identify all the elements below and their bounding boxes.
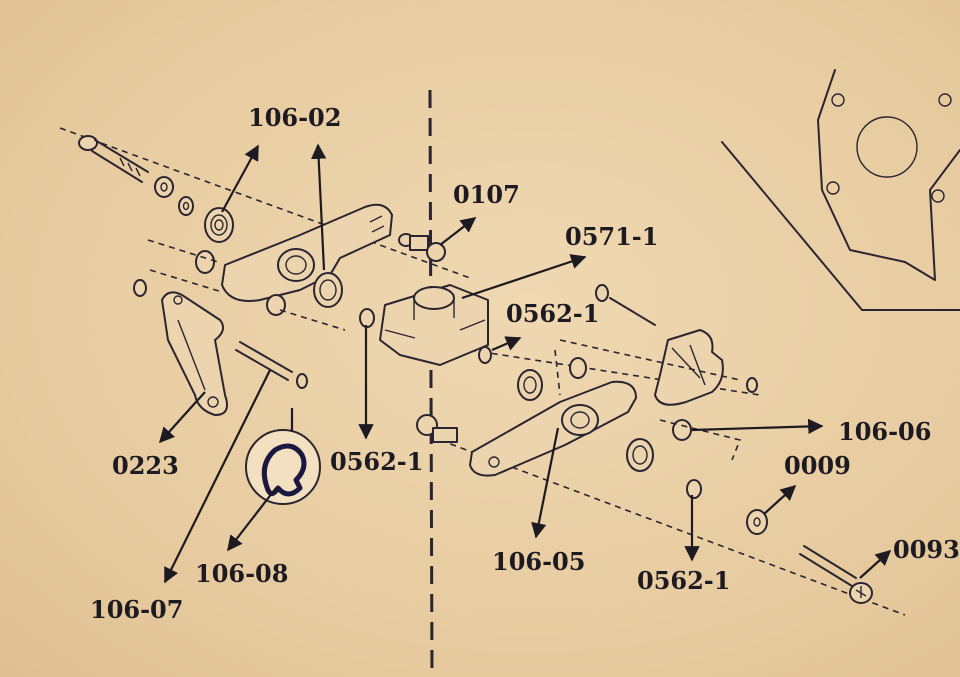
lower-bellcrank-arm [469, 380, 637, 477]
washer-top-1 [154, 176, 174, 198]
clip-right [746, 377, 758, 393]
label-0571-1: 0571-1 [565, 222, 658, 251]
bearing-106-05-b [626, 438, 654, 472]
bearing-106-05-a [517, 369, 543, 401]
pin-106-07 [235, 341, 308, 389]
clip-left [133, 279, 147, 297]
washer-center-right [478, 346, 492, 364]
leader-arrows [158, 143, 892, 584]
axis-line-lower [439, 439, 906, 616]
bushing-right-a [569, 357, 587, 379]
label-106-02: 106-02 [248, 103, 341, 132]
dashed-box-right [554, 339, 742, 461]
circlip-inset [245, 429, 321, 505]
label-0009: 0009 [784, 451, 851, 480]
label-106-06: 106-06 [838, 417, 931, 446]
bearing-106-02-a [204, 207, 234, 243]
washer-center-left [359, 308, 375, 328]
label-0562-1-center: 0562-1 [330, 447, 423, 476]
bushing-106-06 [672, 419, 692, 441]
left-bellcrank-0223 [161, 291, 228, 416]
dashed-box-upper [147, 239, 346, 331]
vertical-center-line [428, 89, 434, 677]
bearing-106-02-b [313, 272, 343, 308]
pin-right [595, 284, 656, 326]
label-0562-1-lower: 0562-1 [637, 566, 730, 595]
bolt-top-left [78, 135, 149, 183]
washer-0562-1-lower [686, 479, 702, 499]
label-106-07: 106-07 [90, 595, 183, 624]
center-mount-block [379, 284, 489, 366]
label-0093: 0093 [893, 535, 960, 564]
label-106-08: 106-08 [195, 559, 288, 588]
label-0107: 0107 [453, 180, 520, 209]
circlip-icon [261, 443, 307, 497]
label-106-05: 106-05 [492, 547, 585, 576]
washer-top-2 [178, 196, 194, 216]
label-0562-1-upper: 0562-1 [506, 299, 599, 328]
bolt-0093 [799, 545, 873, 604]
label-0223: 0223 [112, 451, 179, 480]
ball-stud-0107 [398, 233, 446, 262]
ball-stud-lower [416, 414, 458, 443]
upper-bellcrank-arm [221, 203, 393, 302]
right-bracket-106-06 [654, 329, 724, 406]
washer-0009 [746, 509, 768, 535]
servo-tray-top-right [721, 69, 960, 311]
axis-line-upper [59, 127, 471, 279]
